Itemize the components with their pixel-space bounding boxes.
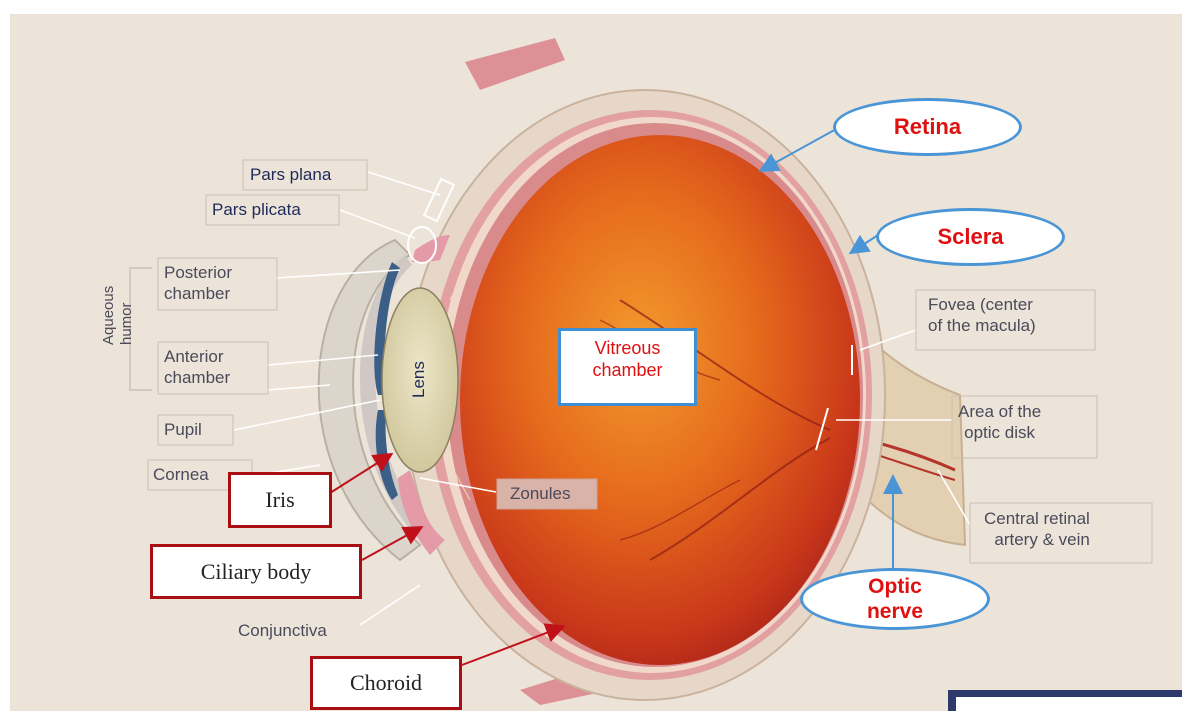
label-lens: Lens [408,361,429,398]
label-cornea: Cornea [153,464,209,485]
label-posterior-chamber: Posterior chamber [164,262,232,304]
label-pars-plana: Pars plana [250,164,331,185]
callout-choroid: Choroid [310,656,462,710]
callout-iris: Iris [228,472,332,528]
callout-ciliary-body: Ciliary body [150,544,362,599]
label-pupil: Pupil [164,419,202,440]
label-aqueous-humor: Aqueous humor [100,286,136,345]
label-optic-disk: Area of the optic disk [958,401,1041,443]
label-pars-plicata: Pars plicata [212,199,301,220]
callout-retina: Retina [833,98,1022,156]
callout-sclera: Sclera [876,208,1065,266]
label-zonules: Zonules [510,483,570,504]
label-central-retinal: Central retinal artery & vein [984,508,1090,550]
callout-vitreous-chamber: Vitreous chamber [558,328,697,406]
label-fovea: Fovea (center of the macula) [928,294,1036,336]
label-conjunctiva: Conjunctiva [238,620,327,641]
callout-optic-nerve: Optic nerve [800,568,990,630]
label-anterior-chamber: Anterior chamber [164,346,230,388]
